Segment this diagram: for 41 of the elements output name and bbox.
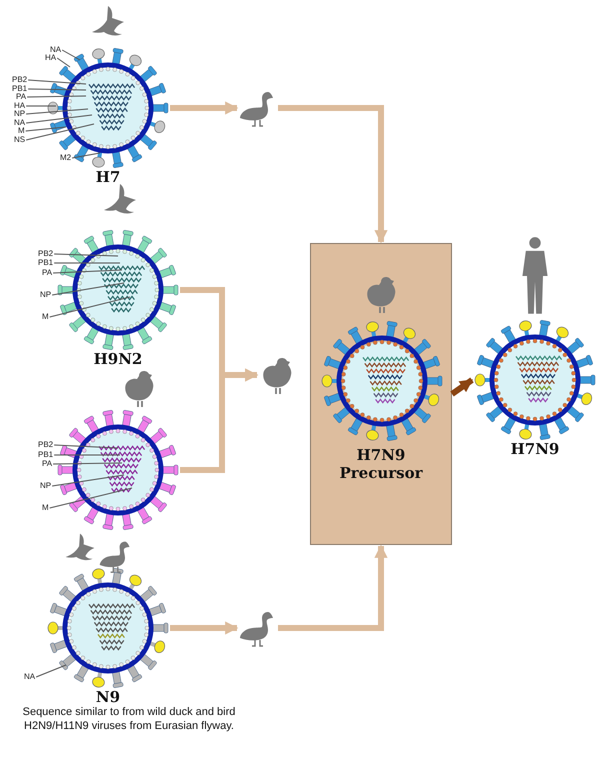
segment-label: PA xyxy=(42,268,52,278)
leader-line xyxy=(54,444,118,448)
leader-line xyxy=(62,50,80,60)
segment-label: NA xyxy=(50,45,62,55)
leader-line xyxy=(56,58,70,68)
segment-label: HA xyxy=(14,101,26,111)
arrow xyxy=(278,105,388,244)
virus-label: H7 xyxy=(94,168,122,186)
segment-label: PB1 xyxy=(38,450,54,460)
precursor-panel xyxy=(310,243,452,545)
arrow xyxy=(278,544,388,631)
leader-line xyxy=(49,488,132,508)
caption-note: Sequence similar to from wild duck and bird H2N9/H11N9 viruses from Eurasian flyway. xyxy=(22,705,236,733)
leader-line xyxy=(52,474,124,486)
leader-line xyxy=(52,462,122,464)
segment-label: M2 xyxy=(60,153,72,163)
segment-label: PB2 xyxy=(38,249,54,259)
segment-label: M xyxy=(42,312,49,322)
segment-label: NA xyxy=(14,118,26,128)
segment-label: PB1 xyxy=(12,84,28,94)
segment-label: HA xyxy=(45,53,56,63)
leader-line xyxy=(54,454,120,456)
segment-label: NP xyxy=(14,109,26,119)
virus-label: H7N9 xyxy=(510,440,560,458)
segment-label: NA xyxy=(24,672,36,682)
segment-label: PA xyxy=(42,459,52,469)
segment-label: M xyxy=(42,503,49,513)
segment-label: PB1 xyxy=(38,258,54,268)
leader-line xyxy=(36,664,66,678)
segment-label: NP xyxy=(40,290,52,300)
segment-label: NP xyxy=(40,481,52,491)
segment-label: NS xyxy=(14,135,26,145)
virus-label: H7N9 Precursor xyxy=(338,446,424,482)
arrow xyxy=(450,378,474,396)
segment-label: M xyxy=(18,126,25,136)
segment-label: PB2 xyxy=(38,440,54,450)
virus-label: N9 xyxy=(94,688,122,706)
segment-label: PB2 xyxy=(12,75,28,85)
segment-label: PA xyxy=(16,92,26,102)
virus-label: H9N2 xyxy=(92,350,144,368)
leader-line xyxy=(25,126,66,132)
